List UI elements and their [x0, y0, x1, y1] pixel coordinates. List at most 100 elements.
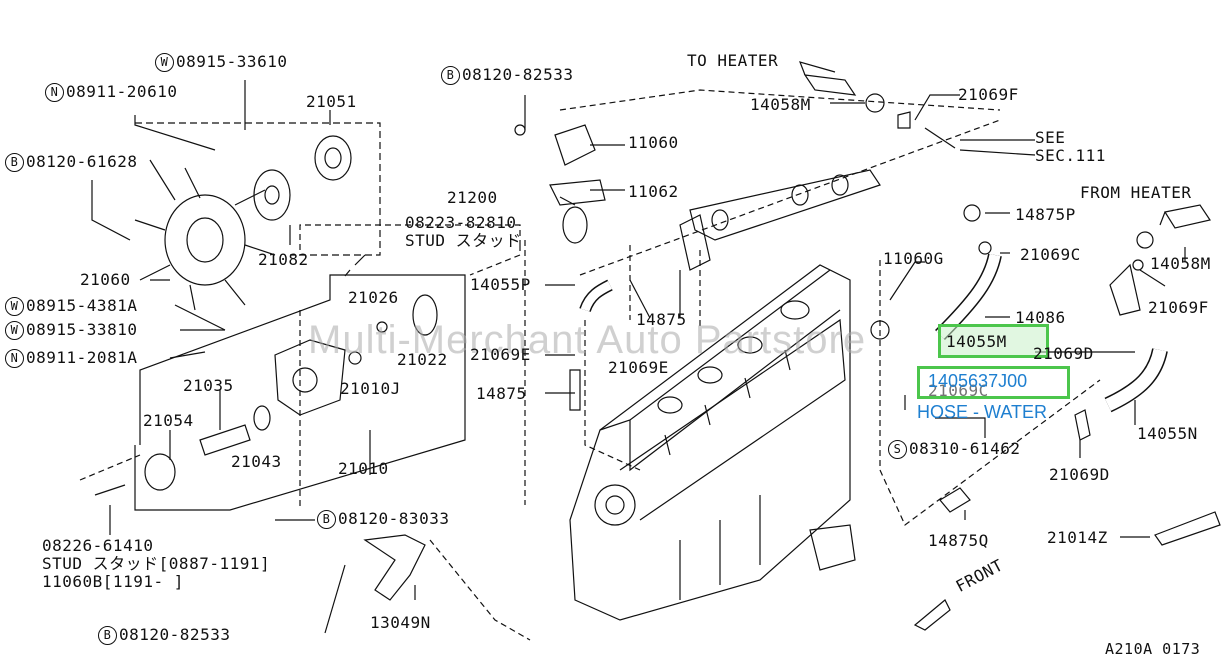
figure-id: A210A 0173 — [1105, 640, 1201, 658]
see-label: SEE — [1035, 128, 1066, 147]
callout-21082[interactable]: 21082 — [258, 251, 309, 269]
callout-text: 14875Q — [928, 531, 989, 550]
callout-21051[interactable]: 21051 — [306, 93, 357, 111]
from-heater-label: FROM HEATER — [1080, 183, 1192, 202]
to-heater-label: TO HEATER — [687, 51, 779, 70]
callout-11060g[interactable]: 11060G — [883, 250, 944, 268]
callout-21069d-top[interactable]: 21069D — [1033, 345, 1094, 363]
callout-08223-82810[interactable]: 08223-82810 — [405, 214, 516, 232]
callout-text: 08120-83033 — [338, 509, 450, 528]
callout-21069c[interactable]: 21069C — [1020, 246, 1081, 264]
callout-text: STUD スタッド — [405, 231, 522, 250]
callout-text: STUD スタッド[0887-1191] — [42, 554, 271, 573]
callout-14055p[interactable]: 14055P — [470, 276, 531, 294]
callout-21069f-right[interactable]: 21069F — [1148, 299, 1209, 317]
callout-21069e-right[interactable]: 21069E — [608, 359, 669, 377]
callout-text: 21069F — [1148, 298, 1209, 317]
callout-prefix: N — [45, 83, 64, 102]
callout-21014z[interactable]: 21014Z — [1047, 529, 1108, 547]
callout-text: 08223-82810 — [405, 213, 517, 232]
callout-21022[interactable]: 21022 — [397, 351, 448, 369]
callout-11062[interactable]: 11062 — [628, 183, 679, 201]
callout-text: 21035 — [183, 376, 234, 395]
callout-prefix: B — [5, 153, 24, 172]
callout-text: 08120-61628 — [26, 152, 138, 171]
callout-prefix: W — [5, 297, 24, 316]
callout-21054[interactable]: 21054 — [143, 412, 194, 430]
callout-21200[interactable]: 21200 — [447, 189, 498, 207]
callout-text: 21010 — [338, 459, 389, 478]
callout-text: 21051 — [306, 92, 357, 111]
callout-text: 14875 — [636, 310, 687, 329]
callout-text: 21043 — [231, 452, 282, 471]
callout-text: 11060B[1191- ] — [42, 572, 184, 591]
callout-08226-61410[interactable]: 08226-61410 — [42, 537, 153, 555]
callout-text: 21022 — [397, 350, 448, 369]
callout-prefix: B — [441, 66, 460, 85]
callout-21069d-bottom[interactable]: 21069D — [1049, 466, 1110, 484]
callout-14055n[interactable]: 14055N — [1137, 425, 1198, 443]
callout-14875p[interactable]: 14875P — [1015, 206, 1076, 224]
highlight-sub-label: 21069C — [928, 381, 989, 400]
callout-14058m-right[interactable]: 14058M — [1150, 255, 1211, 273]
callout-text: 14058M — [750, 95, 811, 114]
callout-text: 21054 — [143, 411, 194, 430]
callout-text: 14875P — [1015, 205, 1076, 224]
callout-text: 08911-20610 — [66, 82, 178, 101]
callout-text: 21082 — [258, 250, 309, 269]
callout-14058m-top[interactable]: 14058M — [750, 96, 811, 114]
highlight-box-selected-number[interactable] — [917, 366, 1070, 399]
callout-21010[interactable]: 21010 — [338, 460, 389, 478]
callout-text: 11060G — [883, 249, 944, 268]
callout-text: 08226-61410 — [42, 536, 154, 555]
callout-13049n[interactable]: 13049N — [370, 614, 431, 632]
highlight-box-14055m[interactable] — [938, 324, 1049, 358]
callout-text: 21060 — [80, 270, 131, 289]
callout-text: 14055P — [470, 275, 531, 294]
callout-text: 08120-82533 — [119, 625, 231, 644]
callout-stud-2[interactable]: STUD スタッド — [405, 232, 522, 250]
callout-14875q[interactable]: 14875Q — [928, 532, 989, 550]
callout-text: 08915-33610 — [176, 52, 288, 71]
callout-21035[interactable]: 21035 — [183, 377, 234, 395]
callout-text: 11062 — [628, 182, 679, 201]
callout-text: 14086 — [1015, 308, 1066, 327]
callout-21060[interactable]: 21060 — [80, 271, 131, 289]
callout-text: 21010J — [340, 379, 401, 398]
selected-part-description: HOSE - WATER — [917, 402, 1047, 422]
callout-text: 08915-4381A — [26, 296, 138, 315]
callout-11060[interactable]: 11060 — [628, 134, 679, 152]
callout-14086[interactable]: 14086 — [1015, 309, 1066, 327]
callout-14875-b[interactable]: 14875 — [476, 385, 527, 403]
callout-21010j[interactable]: 21010J — [340, 380, 401, 398]
callout-11060b[interactable]: 11060B[1191- ] — [42, 573, 184, 591]
watermark: Multi-Merchant Auto Partstore — [308, 318, 867, 362]
callout-prefix: B — [317, 510, 336, 529]
callout-prefix: W — [155, 53, 174, 72]
callout-21069f-top[interactable]: 21069F — [958, 86, 1019, 104]
callout-14875-a[interactable]: 14875 — [636, 311, 687, 329]
callout-21069e-left[interactable]: 21069E — [470, 346, 531, 364]
callout-21026[interactable]: 21026 — [348, 289, 399, 307]
callout-text: 21026 — [348, 288, 399, 307]
callout-text: 08915-33810 — [26, 320, 138, 339]
callout-prefix: W — [5, 321, 24, 340]
callout-text: 08120-82533 — [462, 65, 574, 84]
selected-part-number[interactable]: 1405637J00 — [928, 371, 1028, 391]
highlight-part-no: 14055M — [946, 332, 1007, 351]
callout-stud-1[interactable]: STUD スタッド[0887-1191] — [42, 555, 270, 573]
callout-text: 21069E — [608, 358, 669, 377]
callout-text: 11060 — [628, 133, 679, 152]
callout-21043[interactable]: 21043 — [231, 453, 282, 471]
